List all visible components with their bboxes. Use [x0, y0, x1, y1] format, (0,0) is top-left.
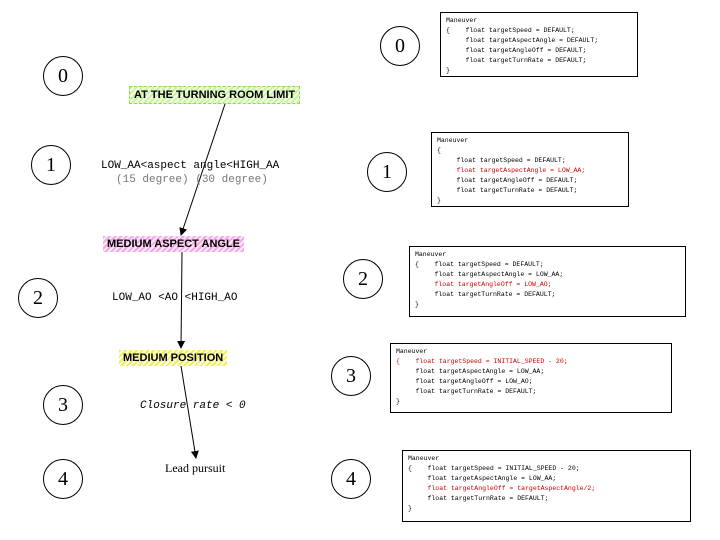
condition-angle-off: LOW_AO <AO <HIGH_AO — [112, 292, 238, 304]
arrow-aspect-to-position — [177, 251, 186, 349]
code-line: { float targetSpeed = DEFAULT; — [446, 27, 575, 34]
condition-closure-rate: Closure rate < 0 — [140, 400, 246, 412]
maneuver-title: Maneuver — [408, 455, 440, 462]
code-line: float targetAspectAngle = LOW_AA; — [437, 167, 586, 174]
code-line: float targetTurnRate = DEFAULT; — [415, 291, 556, 298]
code-line: float targetTurnRate = DEFAULT; — [408, 495, 549, 502]
maneuver-box-1: Maneuver { float targetSpeed = DEFAULT; f… — [431, 132, 629, 207]
maneuver-circle-0: 0 — [380, 26, 420, 66]
code-line: float targetAngleOff = LOW_AO; — [415, 281, 552, 288]
maneuver-box-4: Maneuver { float targetSpeed = INITIAL_SP… — [402, 450, 691, 522]
step-circle-3: 3 — [43, 385, 83, 425]
arrow-position-to-lead — [180, 365, 199, 459]
condition-aspect-angle: LOW_AA<aspect angle<HIGH_AA — [101, 160, 280, 172]
maneuver-circle-4: 4 — [331, 459, 371, 499]
code-line: { float targetSpeed = INITIAL_SPEED - 20… — [396, 358, 568, 365]
code-line: } — [408, 505, 412, 512]
state-medium-position: MEDIUM POSITION — [119, 350, 228, 366]
maneuver-circle-3: 3 — [331, 356, 371, 396]
code-line: float targetTurnRate = DEFAULT; — [437, 187, 578, 194]
code-line: float targetTurnRate = DEFAULT; — [446, 57, 587, 64]
code-line: } — [415, 301, 419, 308]
code-line: } — [446, 67, 450, 74]
maneuver-circle-2: 2 — [343, 259, 383, 299]
code-line: float targetTurnRate = DEFAULT; — [396, 388, 537, 395]
step-circle-4: 4 — [43, 459, 83, 499]
code-line: float targetAngleOff = LOW_AO; — [396, 378, 533, 385]
code-line: float targetAngleOff = DEFAULT; — [437, 177, 578, 184]
code-line: float targetSpeed = DEFAULT; — [437, 157, 566, 164]
code-line: } — [437, 197, 441, 204]
code-line: float targetAspectAngle = LOW_AA; — [415, 271, 564, 278]
code-line: float targetAspectAngle = LOW_AA; — [408, 475, 557, 482]
maneuver-box-2: Maneuver { float targetSpeed = DEFAULT; f… — [409, 246, 686, 317]
outcome-lead-pursuit: Lead pursuit — [165, 461, 226, 475]
maneuver-box-0: Maneuver { float targetSpeed = DEFAULT; f… — [440, 12, 638, 77]
code-line: { — [437, 147, 441, 154]
maneuver-title: Maneuver — [446, 17, 478, 24]
code-line: } — [396, 398, 400, 405]
maneuver-circle-1: 1 — [367, 152, 407, 192]
code-line: float targetAngleOff = targetAspectAngle… — [408, 485, 596, 492]
condition-aspect-degrees: (15 degree) (30 degree) — [116, 174, 268, 186]
step-circle-1: 1 — [31, 145, 71, 185]
maneuver-box-3: Maneuver { float targetSpeed = INITIAL_SP… — [390, 343, 672, 413]
maneuver-title: Maneuver — [396, 348, 428, 355]
code-line: float targetAngleOff = DEFAULT; — [446, 47, 587, 54]
state-turning-room-limit: AT THE TURNING ROOM LIMIT — [129, 86, 301, 104]
state-medium-aspect-angle: MEDIUM ASPECT ANGLE — [103, 236, 245, 252]
code-line: { float targetSpeed = DEFAULT; — [415, 261, 544, 268]
maneuver-title: Maneuver — [415, 251, 447, 258]
step-circle-2: 2 — [18, 278, 58, 318]
code-line: float targetAspectAngle = LOW_AA; — [396, 368, 545, 375]
step-circle-0: 0 — [43, 56, 83, 96]
code-line: { float targetSpeed = INITIAL_SPEED - 20… — [408, 465, 580, 472]
code-line: float targetAspectAngle = DEFAULT; — [446, 37, 599, 44]
arrow-turning-to-aspect — [179, 103, 226, 236]
maneuver-title: Maneuver — [437, 137, 469, 144]
